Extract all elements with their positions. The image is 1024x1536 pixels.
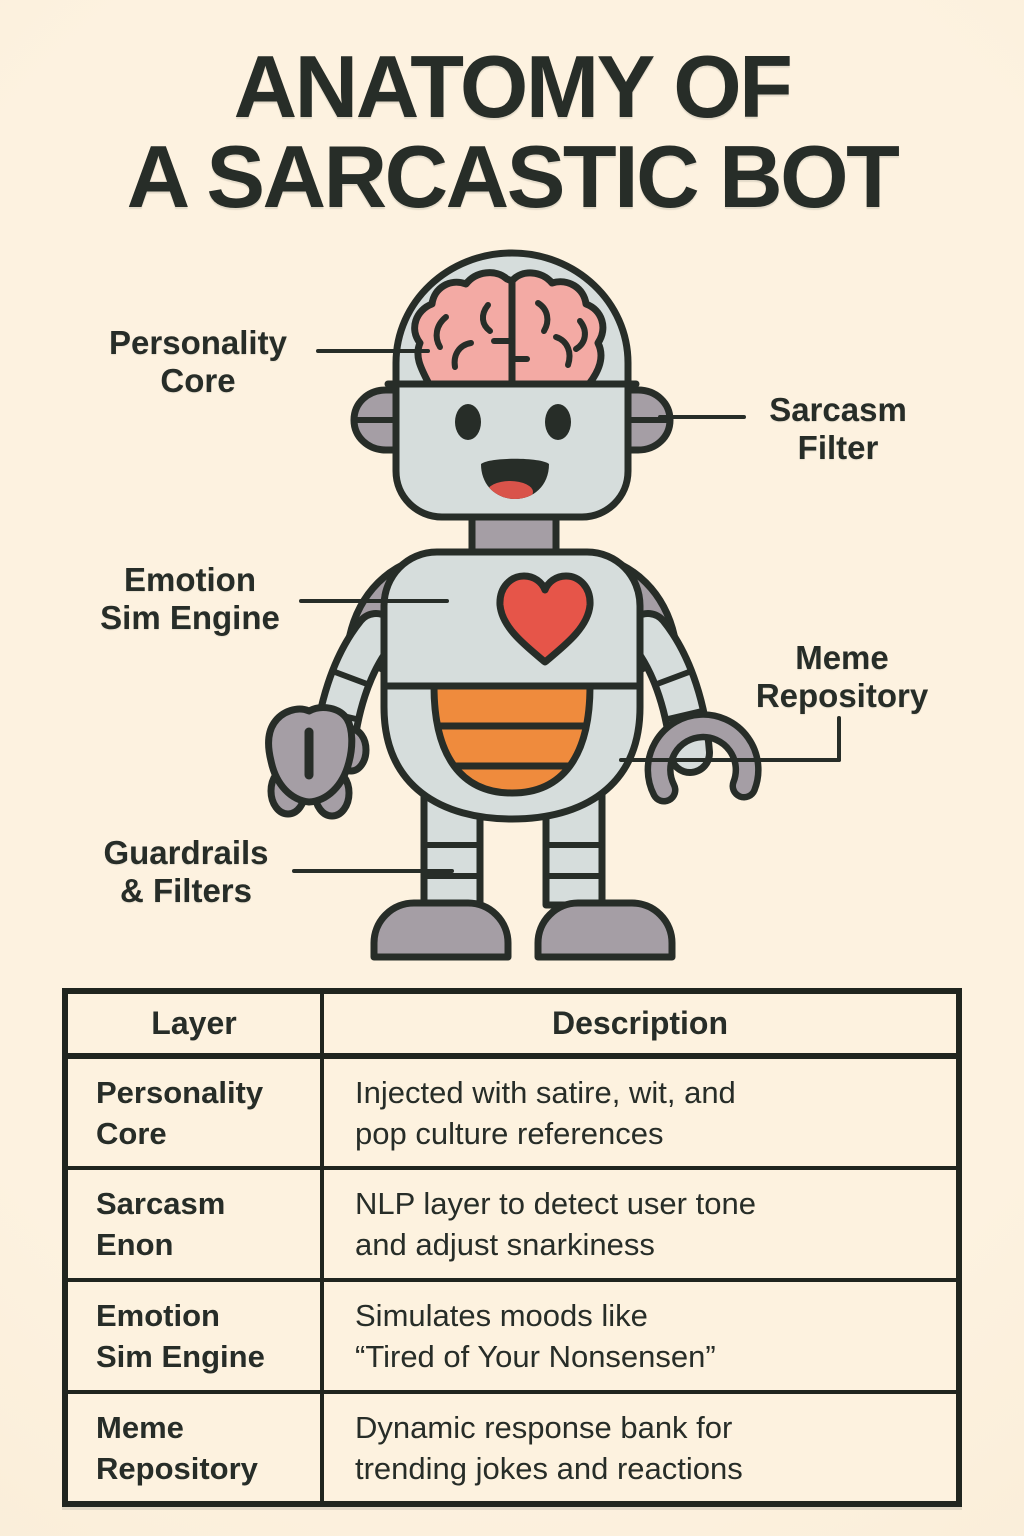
layer-line: Repository [96, 1450, 258, 1486]
description-cell: NLP layer to detect user tone and adjust… [320, 1166, 961, 1282]
description-line: Simulates moods like [355, 1298, 648, 1333]
description-cell: Dynamic response bank for trending jokes… [320, 1390, 961, 1506]
page-title: ANATOMY OF A SARCASTIC BOT [0, 42, 1024, 222]
ear-icon-left [350, 386, 404, 454]
description-cell: Injected with satire, wit, and pop cultu… [320, 1054, 961, 1170]
header-layer: Layer [63, 989, 324, 1059]
description-line: NLP layer to detect user tone [355, 1186, 756, 1221]
layer-cell: Emotion Sim Engine [63, 1278, 324, 1394]
title-line-1: ANATOMY OF [233, 37, 793, 136]
title-line-2: A SARCASTIC BOT [126, 127, 900, 226]
meme-repository-pointer-line-vertical [837, 716, 841, 762]
callout-emotion-sim-engine: Emotion Sim Engine [55, 561, 325, 637]
callout-line: & Filters [119, 872, 253, 909]
robot-illustration [250, 245, 780, 970]
callout-line: Meme [795, 639, 889, 676]
eye-icon-right [545, 404, 571, 440]
layer-line: Core [96, 1115, 167, 1151]
callout-line: Repository [755, 677, 929, 714]
layer-line: Emotion [96, 1298, 220, 1333]
callout-line: Sim Engine [100, 599, 280, 636]
layer-cell: Meme Repository [63, 1390, 324, 1506]
table-header-row: Layer Description [63, 989, 961, 1059]
description-line: pop culture references [355, 1115, 664, 1151]
layer-line: Sim Engine [96, 1339, 265, 1374]
callout-personality-core: Personality Core [63, 324, 333, 400]
layer-line: Sarcasm [96, 1186, 226, 1221]
ear-icon-right [620, 386, 674, 454]
personality-core-pointer-line [316, 349, 430, 353]
callout-sarcasm-filter: Sarcasm Filter [723, 391, 953, 467]
description-line: and adjust snarkiness [355, 1227, 655, 1262]
robot-foot-right [534, 899, 676, 961]
description-line: “Tired of Your Nonsensen” [355, 1339, 716, 1374]
table-row-emotion-sim-engine: Emotion Sim Engine Simulates moods like … [63, 1278, 961, 1394]
callout-line: Sarcasm [769, 391, 907, 428]
callout-line: Emotion [124, 561, 256, 598]
description-line: Injected with satire, wit, and [355, 1074, 736, 1110]
layer-cell: Personality Core [63, 1054, 324, 1170]
callout-line: Core [160, 362, 236, 399]
callout-line: Personality [109, 324, 287, 361]
callout-line: Guardrails [103, 834, 269, 871]
callout-line: Filter [797, 429, 879, 466]
eye-icon-left [455, 404, 481, 440]
layer-line: Personality [96, 1074, 264, 1110]
layers-table: Layer Description Personality Core Injec… [62, 988, 962, 1507]
robot-svg [265, 249, 762, 961]
description-line: Dynamic response bank for [355, 1409, 733, 1445]
table-row-sarcasm: Sarcasm Enon NLP layer to detect user to… [63, 1166, 961, 1282]
guardrails-filters-pointer-line [292, 869, 454, 873]
description-line: trending jokes and reactions [355, 1450, 743, 1486]
heart-icon [496, 572, 594, 666]
layer-line: Enon [96, 1227, 174, 1262]
layer-cell: Sarcasm Enon [63, 1166, 324, 1282]
callout-guardrails-filters: Guardrails & Filters [51, 834, 321, 910]
brain-icon [411, 269, 607, 388]
emotion-sim-engine-pointer-line [299, 599, 449, 603]
header-description: Description [320, 989, 961, 1059]
description-cell: Simulates moods like “Tired of Your Nons… [320, 1278, 961, 1394]
table-row-meme-repository: Meme Repository Dynamic response bank fo… [63, 1390, 961, 1506]
table-row-personality-core: Personality Core Injected with satire, w… [63, 1054, 961, 1170]
sarcasm-filter-pointer-line [658, 415, 746, 419]
callout-meme-repository: Meme Repository [727, 639, 957, 715]
robot-foot-left [370, 899, 512, 961]
layer-line: Meme [96, 1409, 184, 1445]
meme-repository-pointer-line-horizontal [619, 758, 841, 762]
